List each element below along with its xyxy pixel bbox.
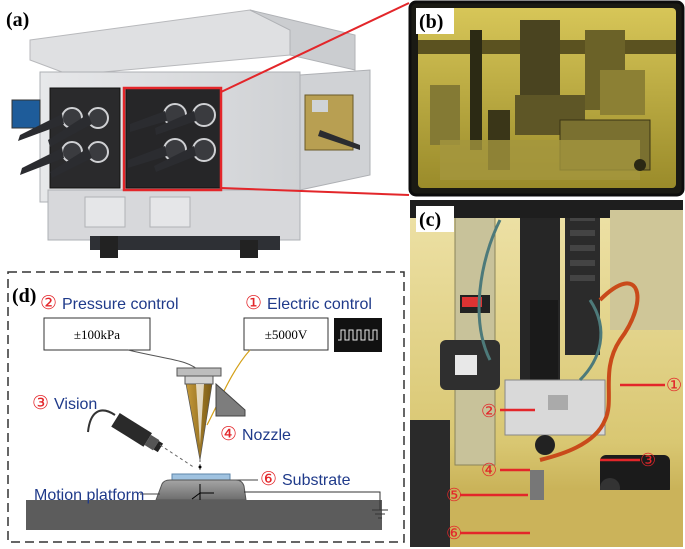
pressure-control-box (43, 317, 151, 351)
highlight-box (122, 86, 223, 192)
pressure-control-value: ±100kPa (74, 327, 120, 342)
ground-icon (372, 509, 388, 519)
motion-platform-label: Motion platform (34, 487, 144, 504)
marker-5: ⑤ (446, 485, 462, 506)
marker-1: ① (666, 375, 682, 396)
marker-6: ⑥ (446, 523, 462, 544)
nozzle-number: ④ (220, 423, 237, 445)
panel-a-label: (a) (6, 9, 29, 31)
panel-c-label: (c) (419, 209, 441, 231)
substrate-label: Substrate (282, 472, 351, 489)
motion-stage (155, 479, 247, 501)
panel-b-interior-photo: (b) (408, 0, 685, 197)
marker-3: ③ (640, 450, 656, 471)
electric-control-value: ±5000V (265, 327, 308, 342)
marker-4: ④ (481, 460, 497, 481)
panel-d-schematic: (d) ② Pressure control ±100kPa ① Electri… (7, 271, 405, 543)
electric-control-number: ① (245, 292, 262, 314)
panel-c-printhead-photo: ① ② ③ ④ ⑤ ⑥ (c) (410, 200, 683, 547)
zoom-line-top (220, 2, 410, 93)
panel-b-label-front: (b) (419, 11, 443, 33)
panel-a-glovebox-photo: (a) (6, 2, 410, 258)
substrate (171, 473, 231, 481)
pressure-control-title: Pressure control (62, 296, 179, 313)
electric-control-box (243, 317, 329, 351)
panel-b-label-bg (416, 8, 454, 34)
substrate-number: ⑥ (260, 468, 277, 490)
zoom-line-bottom (220, 187, 410, 196)
camera-icon (111, 413, 164, 453)
nozzle-label: Nozzle (242, 427, 291, 444)
oscilloscope-waveform (334, 318, 382, 352)
marker-2: ② (481, 401, 497, 422)
motion-platform (26, 500, 382, 530)
electric-control-title: Electric control (267, 296, 372, 313)
pressure-control-number: ② (40, 292, 57, 314)
vision-number: ③ (32, 392, 49, 414)
panel-d-label: (d) (12, 285, 36, 307)
vision-label: Vision (54, 396, 97, 413)
